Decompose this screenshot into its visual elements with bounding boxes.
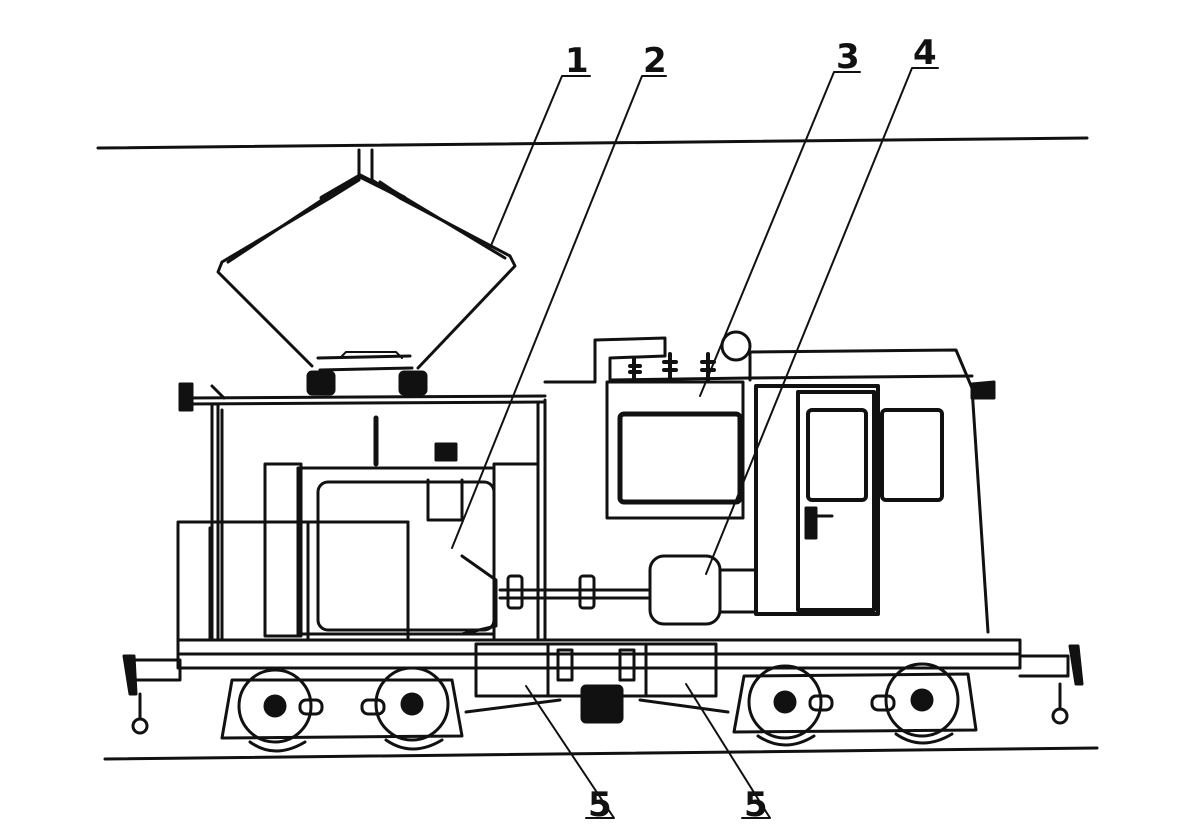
leader-1 <box>489 75 591 249</box>
leader-5b <box>685 683 771 819</box>
coupler-left <box>122 654 182 735</box>
leader-5a <box>525 685 615 819</box>
callout-2: 2 <box>643 41 667 81</box>
leader-4 <box>705 67 939 575</box>
leader-2 <box>451 75 667 549</box>
bogie-left <box>220 666 464 753</box>
underframe <box>176 638 1022 724</box>
leader-lines <box>451 67 939 819</box>
callout-1: 1 <box>565 41 589 81</box>
locomotive-body <box>176 330 996 642</box>
pantograph <box>216 148 517 396</box>
callout-5b: 5 <box>744 785 768 825</box>
callout-5a: 5 <box>588 785 612 825</box>
rail-line <box>103 746 1099 761</box>
bogie-right <box>732 662 978 747</box>
coupler-right <box>1018 644 1084 725</box>
leader-3 <box>699 71 861 397</box>
overhead-wire <box>96 136 1089 150</box>
callout-4: 4 <box>913 33 937 73</box>
callout-3: 3 <box>836 37 860 77</box>
